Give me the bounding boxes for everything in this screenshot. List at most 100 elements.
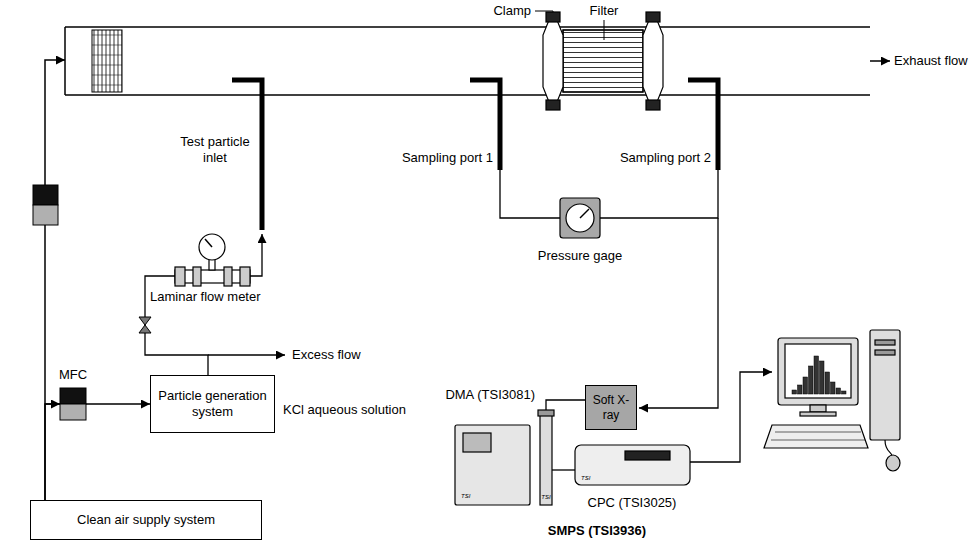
laminar-flow-meter-symbol [205,239,212,247]
aerosol-line [145,234,285,375]
flow-label: Excess flow [292,347,361,363]
pressure-gage-symbol [560,198,600,238]
computer [785,344,851,398]
laminar-flow-meter-symbol [240,267,250,286]
histogram-bar [803,377,808,394]
air-supply-line [45,60,65,500]
filter-housing [546,100,560,110]
part-label: Sampling port 1 [402,150,493,166]
histogram-bar [842,391,847,394]
mfc-symbol [60,388,86,404]
exhaust-arrow [870,60,890,62]
flow-label: Exhaust flow [894,53,968,69]
air-supply-line [45,60,65,500]
duct [65,26,870,28]
dma-column [540,412,552,505]
computer [870,330,900,440]
part-label: Sampling port 2 [620,150,711,166]
laminar-flow-meter-symbol [199,234,225,260]
dma-console [455,425,530,505]
exhaust-arrow [870,61,890,62]
cpc-unit [575,445,690,485]
mfc-symbol [60,404,86,420]
cpc-unit [575,445,690,485]
histogram-bar [825,372,830,394]
filter-housing [563,30,643,92]
sampling-tube [232,80,718,230]
aerosol-line [208,354,285,355]
computer [764,330,900,471]
computer [800,412,836,416]
sampling-tube [232,80,262,230]
honeycomb [92,30,122,92]
part-label: Laminar flow meter [150,289,261,305]
sample-line [552,469,575,470]
valve-symbol [139,325,151,333]
part-label: Filter [590,3,619,19]
box-text: Soft X-ray [592,393,630,422]
sample-line [690,372,772,462]
laminar-flow-meter-symbol [175,270,250,283]
laminar-flow-meter-symbol [209,259,215,270]
sample-line [500,170,560,218]
pressure-gage-symbol [566,204,594,232]
aerosol-line [250,234,262,276]
histogram-bar [820,361,825,394]
cpc-unit [625,451,670,460]
duct [65,94,870,96]
valve-symbol [139,317,151,325]
histogram [792,356,846,394]
part-label: KCl aqueous solution [283,402,406,418]
sample-line [639,218,718,408]
computer [885,440,892,456]
leader-line [535,11,553,12]
brand-mark: TSI [581,475,590,482]
pressure-gage-symbol [560,198,600,238]
laminar-flow-meter-symbol [175,267,185,286]
filter-housing [646,12,660,22]
charger-box: Soft X-ray [585,385,637,430]
instrument-label: DMA (TSI3081) [445,387,535,403]
part-label: Test particle inlet [172,134,258,165]
flow-connector [45,404,150,500]
histogram-bar [836,388,841,394]
filter-housing [643,20,663,102]
mfc-symbol [33,205,58,225]
valve-symbol [139,317,151,333]
computer [764,425,868,448]
laminar-flow-meter-symbol [193,267,201,286]
dma-column [538,410,554,416]
mfc-symbol [33,185,58,205]
dma-console [463,433,491,452]
computer [810,405,826,412]
supply-box: Clean air supply system [30,500,262,540]
histogram-bar [792,390,797,394]
mfc-symbol [33,185,86,420]
pressure-gage-symbol [580,209,589,218]
box-text: Clean air supply system [77,512,215,528]
duct [65,27,870,95]
computer [886,455,900,471]
part-label: MFC [59,367,87,383]
computer [875,350,895,355]
filter-housing [546,12,560,22]
process-box: Particle generation system [150,375,275,433]
dma-column [538,410,554,505]
laminar-flow-meter-symbol [224,267,232,286]
sample-line [600,170,718,218]
filter-housing [543,20,563,102]
filter-housing [646,100,660,110]
laminar-flow-meter-symbol [175,234,250,286]
air-supply-line [45,403,60,405]
histogram-bar [831,382,836,394]
honeycomb [92,30,122,92]
part-label: Pressure gage [538,248,623,264]
duct [64,27,66,95]
instrument-label: CPC (TSI3025) [588,495,677,511]
box-text: Particle generation system [157,388,268,419]
computer [875,340,895,345]
brand-mark: TSI [541,494,550,501]
brand-mark: TSI [461,493,470,500]
